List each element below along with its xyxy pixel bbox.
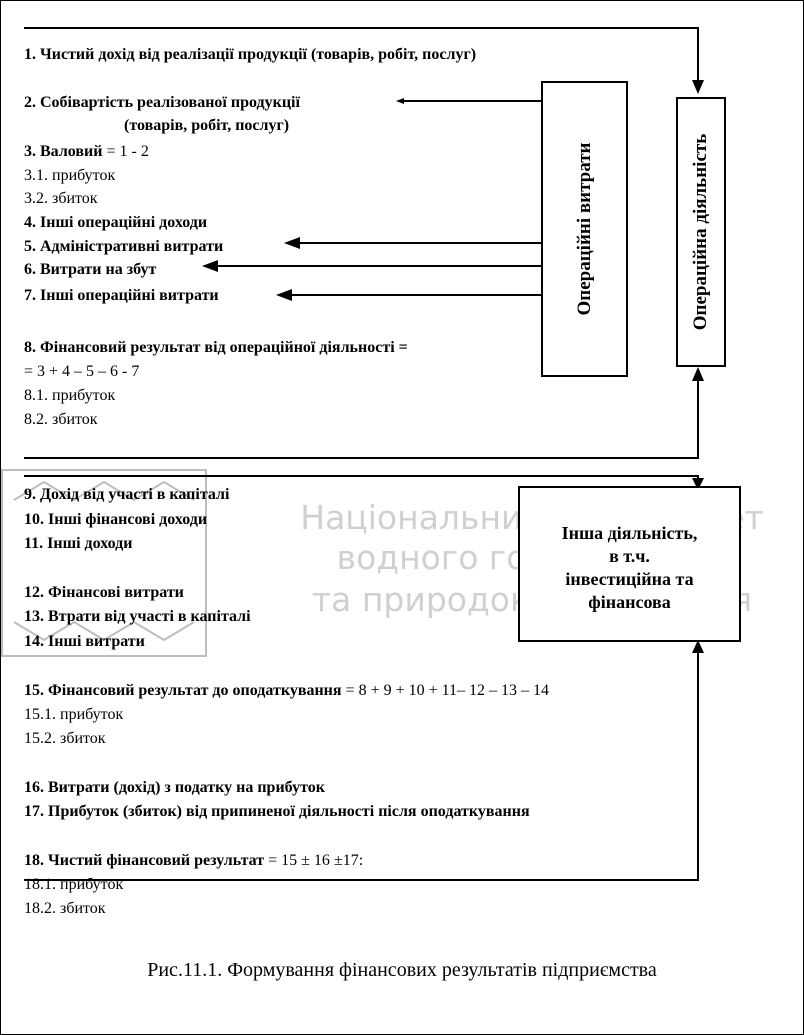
item-8: 8. Фінансовий результат від операційної … [24,338,408,357]
item-3: 3. Валовий = 1 - 2 [24,142,149,161]
arrowhead-operating-bottom [692,367,704,381]
item-9: 9. Дохід від участі в капіталі [24,486,230,503]
arrowhead-item7 [276,289,292,301]
item-15-formula: = 8 + 9 + 10 + 11– 12 – 13 – 14 [341,682,550,699]
item-15-2: 15.2. збиток [24,730,106,747]
box-operating-expenses: Операційні витрати [541,81,628,377]
item-8-2: 8.2. збиток [24,411,98,428]
item-18-label: 18. Чистий фінансовий результат [24,852,265,869]
item-2-line1: 2. Собівартість реалізованої продукції [24,94,300,111]
figure-caption: Рис.11.1. Формування фінансових результа… [147,959,657,981]
item-18-1: 18.1. прибуток [24,876,124,893]
item-5: 5. Адміністративні витрати [24,238,224,255]
box-other-activity-label: Інша діяльність, в т.ч. інвестиційна та … [561,523,698,612]
item-3-1: 3.1. прибуток [24,167,116,184]
item-4: 4. Інші операційні доходи [24,214,208,231]
item-10: 10. Інші фінансові доходи [24,511,208,528]
item-8-formula: = 3 + 4 – 5 – 6 - 7 [24,363,140,380]
box-operating-activity: Операційна діяльність [676,97,726,367]
item-3-label: 3. Валовий [24,143,103,160]
item-6: 6. Витрати на збут [24,261,157,278]
box-other-activity: Інша діяльність, в т.ч. інвестиційна та … [518,486,741,642]
item-18-2: 18.2. збиток [24,900,106,917]
arrowhead-top [692,80,704,94]
item-18: 18. Чистий фінансовий результат = 15 ± 1… [24,851,363,870]
item-11: 11. Інші доходи [24,535,133,552]
arrowhead-other-bottom [692,640,704,653]
arrowhead-item2 [396,98,404,104]
arrowhead-item6 [202,260,218,272]
item-2-line2: (товарів, робіт, послуг) [124,117,290,134]
box-operating-activity-label: Операційна діяльність [690,133,711,331]
item-18-formula: = 15 ± 16 ±17: [264,852,364,869]
arrowhead-other-top [692,478,704,490]
item-14: 14. Інші витрати [24,633,145,650]
item-1: 1. Чистий дохід від реалізації продукції… [24,46,477,63]
connector-operating-bottom [24,378,699,459]
arrowhead-item5 [284,237,300,249]
item-15-label: 15. Фінансовий результат до оподаткуванн… [24,682,342,699]
item-8-equals: = [394,339,408,356]
item-16: 16. Витрати (дохід) з податку на прибуто… [24,779,325,796]
item-13: 13. Втрати від участі в капіталі [24,608,251,625]
connector-other-top [24,475,699,483]
item-8-1: 8.1. прибуток [24,387,116,404]
connector-other-bottom [24,650,699,881]
item-8-label: 8. Фінансовий результат від операційної … [24,339,395,356]
item-3-formula: = 1 - 2 [102,143,149,160]
connector-top [24,27,699,82]
item-15: 15. Фінансовий результат до оподаткуванн… [24,681,549,700]
item-7: 7. Інші операційні витрати [24,287,219,304]
item-12: 12. Фінансові витрати [24,584,184,601]
item-15-1: 15.1. прибуток [24,706,124,723]
box-operating-expenses-label: Операційні витрати [573,142,595,316]
item-3-2: 3.2. збиток [24,190,98,207]
item-17: 17. Прибуток (збиток) від припиненої дія… [24,803,530,820]
